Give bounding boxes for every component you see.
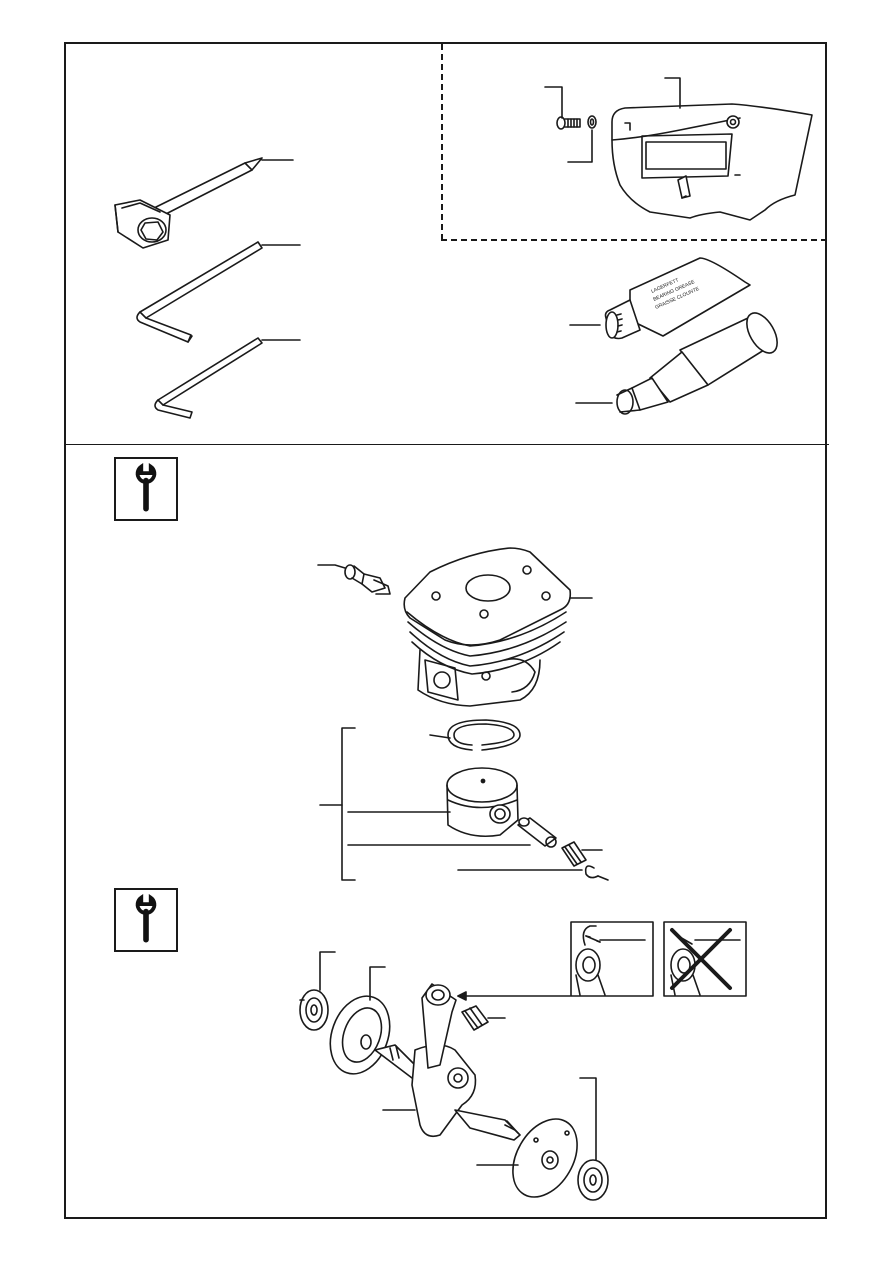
combination-spanner xyxy=(114,157,294,249)
hex-key-large xyxy=(136,241,301,343)
piston-ring xyxy=(429,719,521,751)
piston-pin xyxy=(517,817,557,848)
washer xyxy=(567,115,597,163)
piston-kit-bracket xyxy=(319,727,531,881)
wrench-icon xyxy=(114,457,178,521)
section-divider xyxy=(64,444,829,445)
needle-bearing xyxy=(561,841,603,867)
wrench-icon xyxy=(114,888,178,952)
detail-incorrect xyxy=(663,921,747,997)
big-end-bearing xyxy=(461,1005,506,1031)
bearing-right xyxy=(577,1077,609,1201)
decompression-valve xyxy=(317,564,391,595)
dashed-border-horizontal xyxy=(441,239,827,241)
figure-frame xyxy=(64,42,827,1219)
cover-screw xyxy=(544,86,581,130)
bearing-left xyxy=(299,951,336,1031)
dashed-border-vertical xyxy=(441,44,443,240)
crankshaft xyxy=(374,1044,521,1141)
grease-tube: LAGERFETT BEARING GREASE GRAISSE CLOUNTE xyxy=(569,257,751,340)
piston xyxy=(446,767,519,838)
bearing-press-tool xyxy=(575,312,778,415)
crankcase-half-left xyxy=(329,966,391,1075)
detail-correct xyxy=(570,921,654,997)
crankcase-half-right xyxy=(476,1118,578,1198)
connecting-rod xyxy=(421,983,571,1069)
cylinder-cover xyxy=(611,77,813,221)
hex-key-small xyxy=(154,337,301,419)
cylinder xyxy=(403,547,593,707)
circlip xyxy=(457,865,609,881)
